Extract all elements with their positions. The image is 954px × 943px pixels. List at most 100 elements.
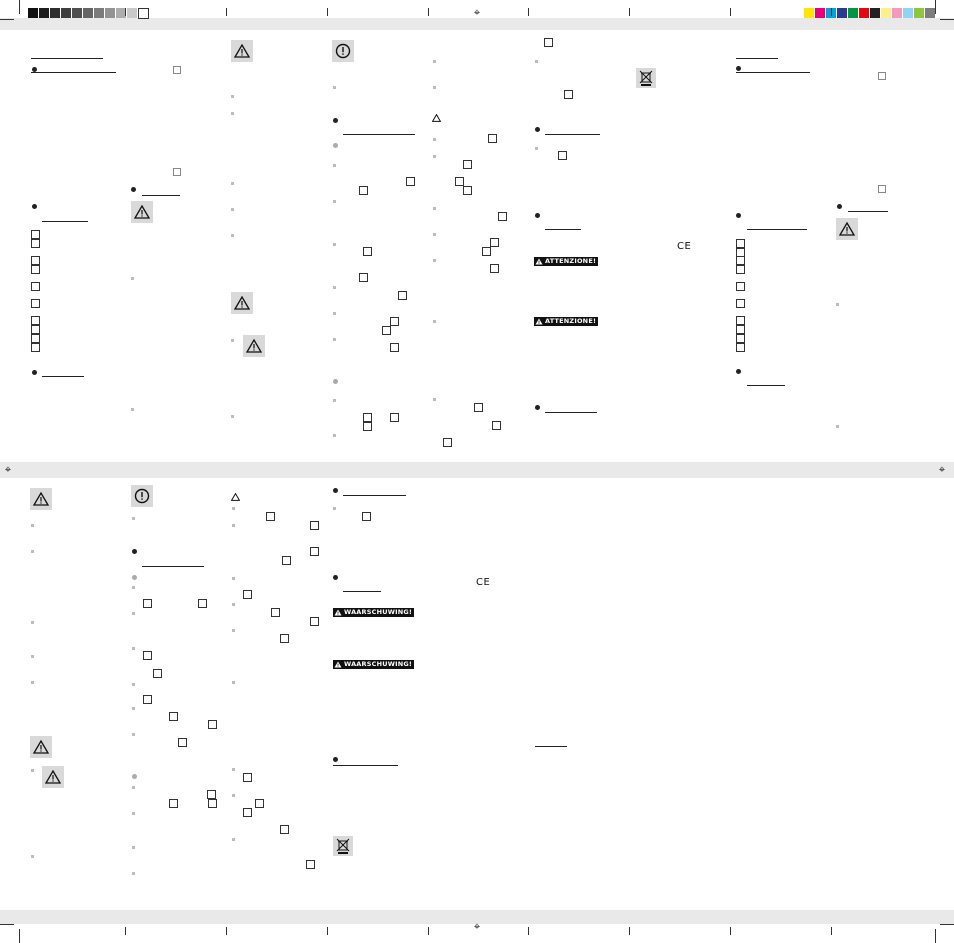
list-marker [433, 207, 436, 210]
warning-badge: ATTENZIONE! [534, 317, 599, 326]
crop-mark [940, 924, 954, 925]
part-number-box [280, 825, 289, 834]
part-number-box [266, 512, 275, 521]
list-marker [132, 612, 135, 615]
part-number-box [736, 334, 745, 343]
ce-mark: CE [476, 577, 491, 588]
section-bullet [535, 405, 540, 410]
list-marker [433, 398, 436, 401]
color-swatch [892, 8, 902, 18]
part-number-box [243, 773, 252, 782]
ce-mark: CE [677, 241, 692, 252]
crop-mark [831, 8, 832, 16]
part-number-box [558, 151, 567, 160]
section-rule [42, 376, 84, 377]
section-bullet [535, 213, 540, 218]
warning-badge-label: WAARSCHUWING! [344, 660, 413, 668]
part-number-box [310, 617, 319, 626]
part-number-box [280, 634, 289, 643]
part-number-box [736, 256, 745, 265]
part-number-box [243, 808, 252, 817]
section-bullet [32, 204, 37, 209]
list-marker [333, 312, 336, 315]
part-number-box [736, 316, 745, 325]
crop-mark [935, 0, 936, 14]
list-marker [333, 86, 336, 89]
list-marker [333, 286, 336, 289]
sub-bullet [333, 379, 338, 384]
warning-badge-label: ATTENZIONE! [545, 257, 597, 265]
list-marker [232, 629, 235, 632]
section-rule [142, 195, 180, 196]
section-rule [545, 134, 600, 135]
list-marker [433, 138, 436, 141]
crop-mark [327, 8, 328, 16]
section-rule [31, 72, 116, 73]
crop-mark [730, 927, 731, 935]
part-number-box [736, 282, 745, 291]
crop-mark [831, 927, 832, 935]
section-rule [848, 211, 888, 212]
list-marker [433, 259, 436, 262]
part-number-box [31, 316, 40, 325]
part-number-box [736, 325, 745, 334]
registration-mark-icon: ⌖ [473, 6, 481, 19]
list-marker [132, 733, 135, 736]
color-swatch [903, 8, 913, 18]
part-number-box [736, 343, 745, 352]
list-marker [132, 683, 135, 686]
crop-mark [528, 8, 529, 16]
list-marker [232, 524, 235, 527]
section-rule [333, 765, 398, 766]
color-swatch [837, 8, 847, 18]
warning-badge-label: WAARSCHUWING! [344, 608, 413, 616]
color-swatch [870, 8, 880, 18]
gray-swatch [83, 8, 93, 18]
list-marker [333, 200, 336, 203]
part-number-box [455, 177, 464, 186]
part-number-box [406, 177, 415, 186]
part-number-box [143, 651, 152, 660]
part-number-box [31, 282, 40, 291]
list-marker [31, 769, 34, 772]
list-marker [31, 550, 34, 553]
list-marker [232, 768, 235, 771]
list-marker [232, 577, 235, 580]
list-marker [836, 425, 839, 428]
warning-triangle-icon [231, 292, 253, 314]
list-marker [333, 399, 336, 402]
list-marker [231, 95, 234, 98]
list-marker [31, 855, 34, 858]
part-number-box [363, 413, 372, 422]
list-marker [231, 234, 234, 237]
part-number-box [736, 239, 745, 248]
list-marker [132, 517, 135, 520]
crop-mark [0, 19, 14, 20]
crossed-out-bin-icon [636, 68, 656, 88]
list-marker [231, 208, 234, 211]
part-number-box [310, 547, 319, 556]
list-marker [535, 60, 538, 63]
part-number-box [169, 799, 178, 808]
page-ref-icon [878, 72, 886, 80]
section-rule [343, 591, 381, 592]
page-ref-icon [173, 168, 181, 176]
part-number-box [31, 230, 40, 239]
part-number-box [390, 343, 399, 352]
part-number-box [359, 186, 368, 195]
part-number-box [31, 334, 40, 343]
crop-mark [19, 0, 20, 14]
section-bullet [333, 118, 338, 123]
crop-mark [940, 19, 954, 20]
part-number-box [564, 90, 573, 99]
color-swatch [804, 8, 814, 18]
list-marker [232, 603, 235, 606]
part-number-box [490, 238, 499, 247]
part-number-box [736, 265, 745, 274]
color-swatch [881, 8, 891, 18]
part-number-box [31, 239, 40, 248]
list-marker [433, 233, 436, 236]
section-bullet [131, 187, 136, 192]
gray-swatch [116, 8, 126, 18]
section-rule [42, 221, 88, 222]
